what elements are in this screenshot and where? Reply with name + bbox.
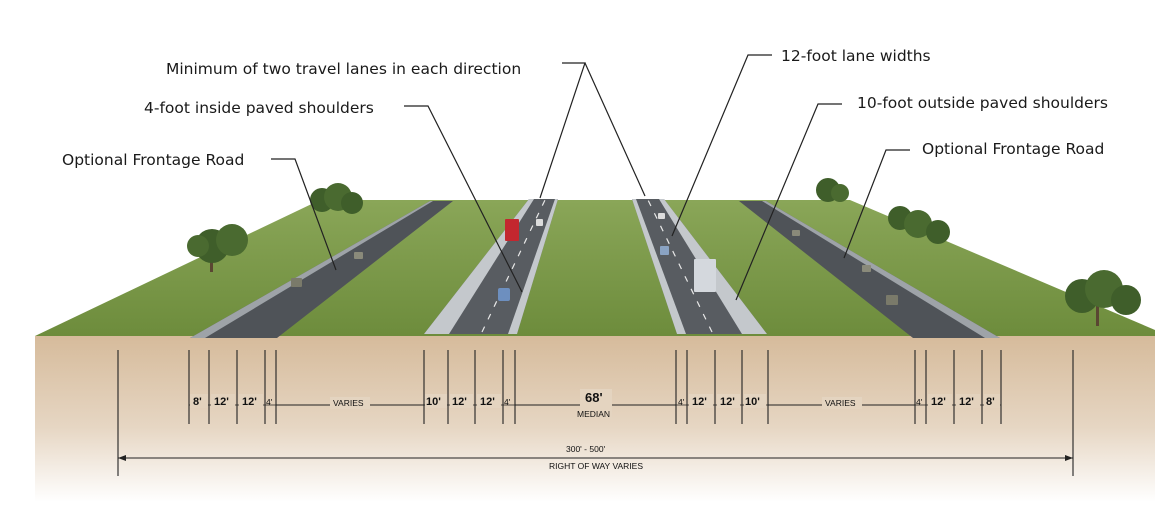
- dim-median-label: MEDIAN: [577, 409, 610, 419]
- dim-row-label: RIGHT OF WAY VARIES: [549, 461, 643, 471]
- dim-bg: [822, 397, 862, 409]
- leader-min-lanes-right: [584, 62, 646, 197]
- right-highway-lane-line: [647, 199, 713, 333]
- callout-inside-shoulders: 4-foot inside paved shoulders: [144, 99, 374, 117]
- dim-row-range: 300' - 500': [566, 444, 606, 454]
- dim-right-frontage-1: 12': [931, 396, 946, 408]
- grass-embankment: [35, 200, 1155, 336]
- callout-frontage-right: Optional Frontage Road: [922, 140, 1104, 158]
- dim-bg: [928, 394, 952, 408]
- dim-left-frontage-0: 8': [193, 396, 202, 408]
- tree-cluster-left: [187, 183, 363, 272]
- left-highway-inner-shoulder: [508, 199, 558, 334]
- leader-outside-shoulders: [735, 103, 842, 301]
- car-right-frontage-far: [792, 230, 800, 236]
- dim-left-highway-1: 12': [452, 396, 467, 408]
- left-frontage-shoulder: [190, 201, 433, 338]
- dim-bg: [190, 394, 208, 408]
- dim-right-highway-0: 4': [678, 397, 685, 407]
- right-highway-inner-shoulder: [632, 199, 686, 334]
- dim-left-varies: VARIES: [333, 398, 364, 408]
- dim-bg: [211, 394, 235, 408]
- car-left-frontage-mid: [354, 252, 363, 259]
- leader-min-lanes-left: [539, 62, 586, 199]
- car-right-frontage: [886, 295, 898, 305]
- dim-bg: [744, 394, 766, 408]
- dim-left-highway-3: 4': [504, 397, 511, 407]
- dim-right-highway-2: 12': [720, 396, 735, 408]
- callout-outside-shoulders: 10-foot outside paved shoulders: [857, 94, 1108, 112]
- dim-right-highway-3: 10': [745, 396, 760, 408]
- leader-frontage-right: [843, 149, 910, 259]
- dim-right-highway-1: 12': [692, 396, 707, 408]
- dim-bg: [477, 394, 501, 408]
- dim-bg: [239, 394, 263, 408]
- car-right-frontage-mid: [862, 265, 871, 272]
- dim-bg: [717, 394, 740, 408]
- dim-bg: [450, 394, 473, 408]
- callout-frontage-left: Optional Frontage Road: [62, 151, 244, 169]
- callout-min-lanes: Minimum of two travel lanes in each dire…: [166, 60, 521, 78]
- dim-left-frontage-1: 12': [214, 396, 229, 408]
- car-left-highway: [498, 288, 510, 301]
- dim-bg: [425, 394, 447, 408]
- dim-left-frontage-2: 12': [242, 396, 257, 408]
- callout-leaders: [271, 54, 910, 301]
- dim-right-varies: VARIES: [825, 398, 856, 408]
- dim-bg: [956, 394, 980, 408]
- leader-lane-widths: [671, 54, 772, 237]
- white-truck: [694, 259, 716, 292]
- dim-bg: [330, 397, 370, 409]
- right-frontage-shoulder: [762, 201, 1000, 338]
- dim-right-frontage-2: 12': [959, 396, 974, 408]
- dim-bg: [984, 394, 1000, 408]
- car-left-frontage: [291, 278, 302, 287]
- dim-bg: [580, 389, 612, 419]
- dim-left-highway-0: 10': [426, 396, 441, 408]
- dim-bg: [689, 394, 713, 408]
- dim-right-frontage-3: 8': [986, 396, 995, 408]
- tree-cluster-right: [816, 178, 1141, 326]
- dimension-ticks: [117, 350, 1074, 476]
- dim-median-width: 68': [585, 390, 603, 405]
- dim-right-frontage-0: 4': [916, 397, 923, 407]
- red-truck: [505, 219, 519, 241]
- row-arrow-right: [1065, 455, 1073, 461]
- dim-left-highway-2: 12': [480, 396, 495, 408]
- leader-frontage-left: [271, 158, 337, 271]
- callout-lane-widths: 12-foot lane widths: [781, 47, 931, 65]
- leader-inside-shoulders: [404, 105, 523, 293]
- car-right-highway-far: [658, 213, 665, 219]
- row-arrow-left: [118, 455, 126, 461]
- left-highway-lane-line: [481, 199, 546, 333]
- car-left-highway-far: [536, 219, 543, 226]
- car-right-highway: [660, 246, 669, 255]
- dim-left-frontage-3: 4': [266, 397, 273, 407]
